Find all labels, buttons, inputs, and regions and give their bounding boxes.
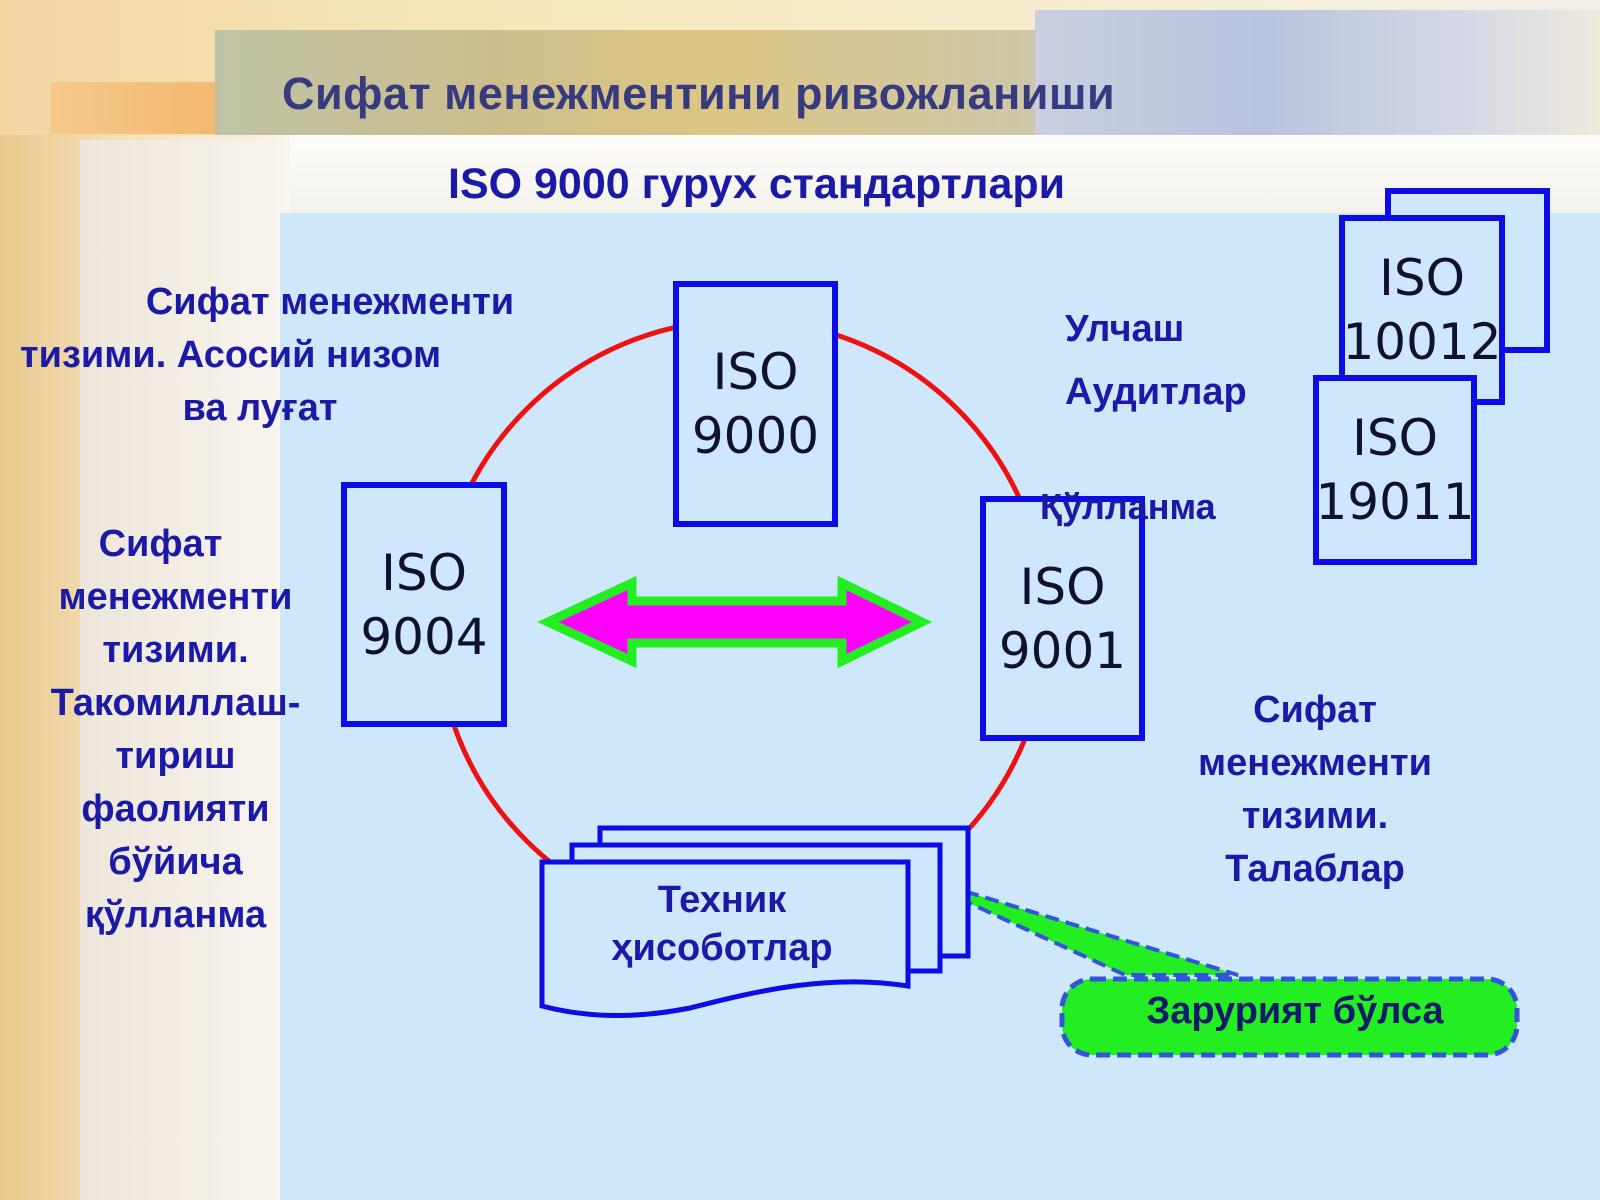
double-arrow <box>537 575 933 669</box>
report-page-front <box>539 859 911 1018</box>
iso-19011-line1: ISO <box>1352 409 1438 467</box>
slide-subtitle: ISO 9000 гурух стандартлари <box>448 160 1066 208</box>
label-improvement-line3: тизими. <box>102 629 249 671</box>
background-subtitle-band <box>290 135 1600 213</box>
label-basic-principles-line3: ва луғат <box>182 387 338 429</box>
label-improvement-line6: фаолияти <box>81 788 270 830</box>
iso-9000-line2: 9000 <box>691 407 820 465</box>
iso-9001-line1: ISO <box>1019 557 1106 616</box>
technical-reports-line1: Техник <box>657 879 787 921</box>
iso-19011-box: ISO 19011 <box>1313 375 1477 565</box>
label-requirements-line2: менежменти <box>1198 742 1432 784</box>
label-improvement-guide: Сифат менежменти тизими. Такомиллаш- тир… <box>18 518 333 942</box>
background-left-inner-panel <box>80 140 290 1200</box>
background-orange-strip <box>50 82 220 134</box>
technical-reports-line2: ҳисоботлар <box>611 927 833 969</box>
label-improvement-line4: Такомиллаш- <box>50 682 301 724</box>
iso-9000-line1: ISO <box>712 343 799 401</box>
label-requirements-line3: тизими. <box>1241 795 1389 837</box>
iso-19011-line2: 19011 <box>1315 473 1475 531</box>
iso-9000-box: ISO 9000 <box>673 281 838 527</box>
callout-if-needed: Зарурият бўлса <box>1146 990 1444 1032</box>
label-basic-principles-line1: Сифат менежменти <box>145 281 515 323</box>
slide-title: Сифат менежментини ривожланиши <box>282 68 1116 119</box>
label-improvement-line2: менежменти <box>58 576 293 618</box>
callout-pointer <box>901 870 1239 977</box>
background-photo-band <box>215 30 1035 135</box>
label-requirements-line4: Талаблар <box>1225 848 1405 890</box>
iso-9004-line2: 9004 <box>360 607 488 666</box>
iso-9001-line2: 9001 <box>998 621 1127 680</box>
label-improvement-line1: Сифат <box>98 523 223 565</box>
iso-10012-line1: ISO <box>1379 249 1465 307</box>
technical-reports-label: Техник ҳисоботлар <box>548 876 896 972</box>
label-improvement-line7: бўйича <box>108 841 243 883</box>
label-measure: Улчаш <box>1065 308 1185 350</box>
background-flowers-band <box>1035 10 1600 135</box>
iso-10012-box: ISO 10012 <box>1339 215 1505 405</box>
iso-10012-line2: 10012 <box>1342 313 1502 371</box>
label-requirements: Сифат менежменти тизими. Талаблар <box>1165 684 1465 896</box>
label-basic-principles-line2: тизими. Асосий низом <box>20 334 442 376</box>
label-improvement-line8: қўлланма <box>84 894 267 936</box>
label-improvement-line5: тириш <box>115 735 236 777</box>
callout-bubble <box>1059 976 1520 1058</box>
label-audits: Аудитлар <box>1065 371 1247 413</box>
iso-9001-box: ISO 9001 <box>980 496 1145 741</box>
label-requirements-line1: Сифат <box>1253 689 1377 731</box>
iso-9004-line1: ISO <box>381 543 467 602</box>
iso-9004-box: ISO 9004 <box>341 482 507 727</box>
label-basic-principles: Сифат менежменти тизими. Асосий низом ва… <box>20 276 540 435</box>
label-guide: Қўлланма <box>1040 486 1216 527</box>
